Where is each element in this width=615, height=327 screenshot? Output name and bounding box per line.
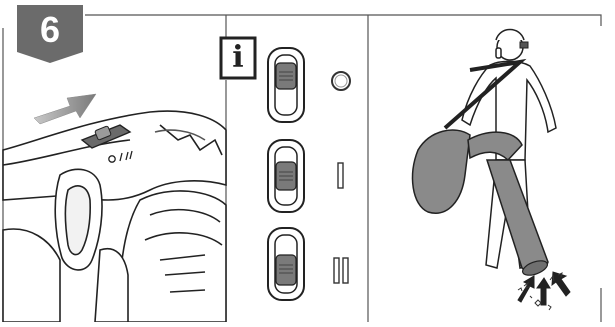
push-direction-arrow [34, 94, 96, 124]
step-number: 6 [17, 10, 83, 50]
switch-position-off [268, 48, 304, 122]
off-symbol-icon [332, 72, 350, 90]
speed-2-symbol-icon [334, 258, 348, 283]
info-icon: i [221, 38, 255, 78]
collection-bag [413, 130, 470, 213]
speed-1-symbol-icon [338, 163, 343, 188]
switch-position-speed-2 [268, 228, 304, 300]
blower-handle-drawing [3, 111, 226, 322]
vacuum-tube [468, 132, 549, 278]
switch-position-speed-1 [268, 140, 304, 212]
